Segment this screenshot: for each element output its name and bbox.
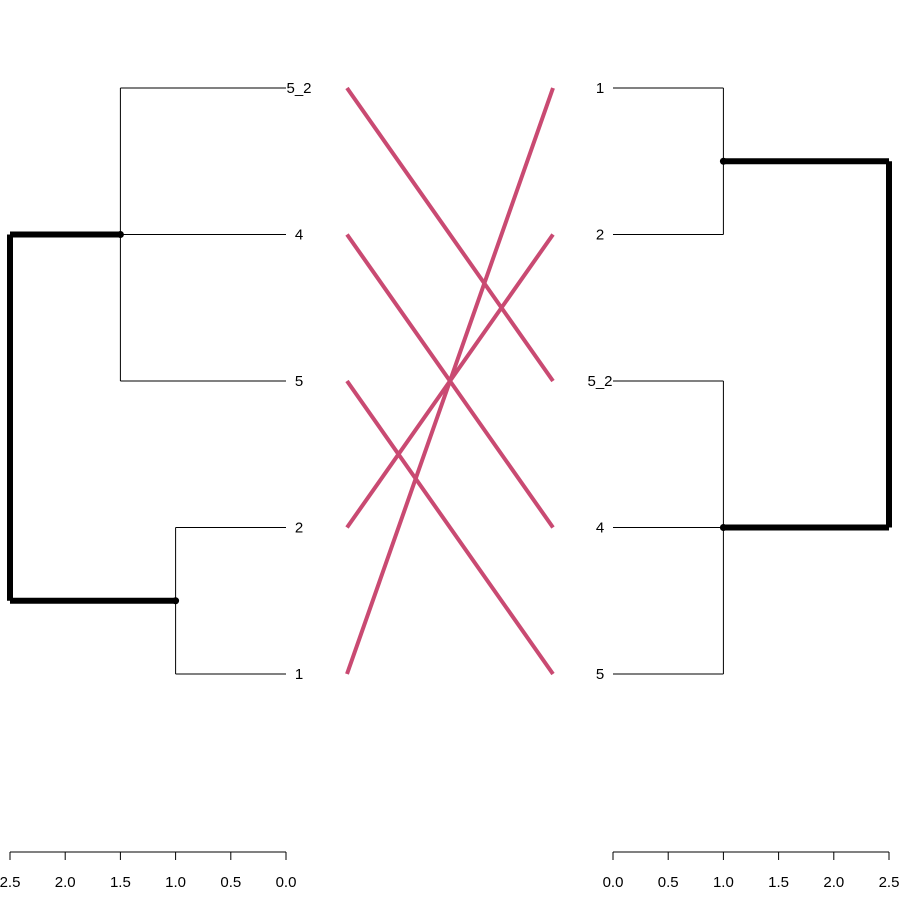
left-axis-tick-label: 1.0: [165, 874, 186, 891]
left-axis-tick-label: 1.5: [110, 874, 131, 891]
left-leaf-label: 5_2: [286, 80, 311, 97]
right-axis-tick-label: 1.0: [713, 874, 734, 891]
right-axis: 0.0 0.5 1.0 1.5 2.0 2.5: [603, 851, 900, 891]
right-leaf-label: 1: [596, 80, 604, 97]
connector-1: [345, 87, 555, 675]
right-dendrogram: 1 2 5_2 4 5: [587, 80, 892, 683]
left-leaf-label: 2: [295, 520, 303, 537]
connector-5_2: [345, 86, 555, 383]
connector-lines: [345, 86, 555, 676]
right-axis-tick-label: 1.5: [768, 874, 789, 891]
right-leaf-label: 4: [596, 520, 604, 537]
left-axis: 2.5 2.0 1.5 1.0 0.5 0.0: [0, 851, 297, 891]
left-axis-tick-label: 2.5: [0, 874, 20, 891]
left-axis-tick-label: 0.0: [276, 874, 297, 891]
left-leaf-label: 4: [295, 227, 303, 244]
left-dendrogram: 5_2 4 5 2 1: [7, 80, 312, 683]
right-axis-tick-label: 2.0: [823, 874, 844, 891]
right-axis-tick-label: 0.0: [603, 874, 624, 891]
left-axis-tick-label: 2.0: [55, 874, 76, 891]
left-leaf-label: 1: [295, 666, 303, 683]
right-axis-tick-label: 0.5: [658, 874, 679, 891]
left-axis-tick-label: 0.5: [220, 874, 241, 891]
connector-5: [345, 379, 555, 676]
right-axis-tick-label: 2.5: [879, 874, 900, 891]
left-leaf-label: 5: [295, 373, 303, 390]
right-leaf-label: 2: [596, 227, 604, 244]
right-leaf-label: 5: [596, 666, 604, 683]
right-leaf-label: 5_2: [587, 373, 612, 390]
